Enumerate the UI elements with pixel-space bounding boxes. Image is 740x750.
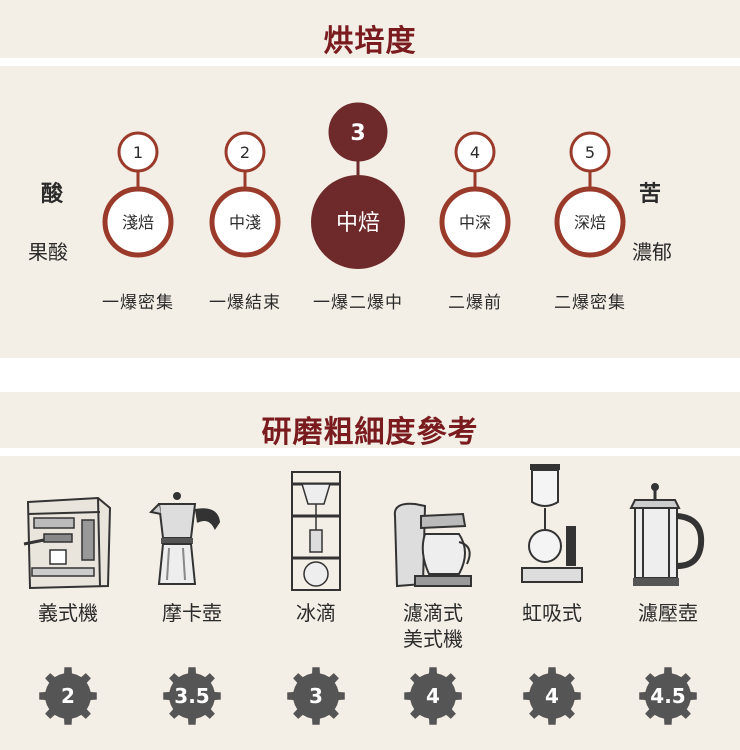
grind-level-value-3: 3 [309,684,323,708]
grind-level-gear-2: 3.5 [162,666,222,726]
taste-fruity-acid-label: 果酸 [28,240,68,264]
gear-icon [287,667,345,725]
roast-number-4: 4 [470,143,480,162]
roast-level-name-2: 中淺 [229,213,261,232]
taste-sour-label: 酸 [40,182,63,207]
taste-bitter-label: 苦 [638,182,661,207]
grind-level-gear-1: 2 [38,666,98,726]
roast-level-name-4: 中深 [459,213,491,232]
grind-level-gear-4: 4 [403,666,463,726]
grind-level-value-1: 2 [61,684,75,708]
roast-level-name-3: 中焙 [336,211,380,236]
grind-level-value-2: 3.5 [174,684,210,708]
espresso-machine-icon [20,494,116,598]
roast-level-name-1: 淺焙 [122,213,154,232]
brew-method-label-6: 濾壓壺 [638,601,698,625]
brew-method-label-4: 濾滴式美式機 [403,601,463,651]
roast-title: 烘培度 [323,24,417,59]
roast-number-circle-1 [117,131,159,173]
brew-method-label-1: 義式機 [38,601,98,625]
gear-icon [639,667,697,725]
grind-level-value-6: 4.5 [650,684,686,708]
roast-number-5: 5 [585,143,595,162]
gear-icon [523,667,581,725]
crack-stage-label-3: 一爆二爆中 [313,293,403,313]
gear-icon [39,667,97,725]
grind-level-value-4: 4 [426,684,440,708]
siphon-brewer-icon [512,462,592,592]
gear-icon [404,667,462,725]
grind-panel [0,456,740,750]
roast-level-name-5: 深焙 [574,213,606,232]
roast-scale-diagram: 1 淺焙 2 中淺 3 中焙 4 中深 5 深焙 [23,102,693,269]
grind-level-gear-5: 4 [522,666,582,726]
brew-method-label-5: 虹吸式 [522,601,582,625]
roast-level-circle-3 [311,175,405,269]
roast-number-3: 3 [350,121,365,146]
roast-number-2: 2 [240,143,250,162]
roast-title-band [0,0,740,58]
roast-level-circle-2 [209,186,281,258]
taste-rich-label: 濃郁 [632,240,672,264]
roast-number-circle-2 [224,131,266,173]
roast-level-circle-4 [439,186,511,258]
roast-number-1: 1 [133,143,143,162]
roast-number-circle-4 [454,131,496,173]
crack-stage-label-5: 二爆密集 [554,293,626,313]
cold-drip-tower-icon [288,470,344,598]
grind-level-value-5: 4 [545,684,559,708]
crack-stage-label-2: 一爆結束 [209,293,281,313]
roast-level-circle-5 [554,186,626,258]
moka-pot-icon [147,488,237,596]
drip-coffee-maker-icon [385,496,481,598]
roast-number-circle-3 [328,102,388,162]
brew-method-label-2: 摩卡壺 [162,601,222,625]
grind-title: 研磨粗細度參考 [261,415,479,450]
grind-title-band [0,392,740,448]
roast-level-circle-1 [102,186,174,258]
crack-stage-label-1: 一爆密集 [102,293,174,313]
roast-number-circle-5 [569,131,611,173]
grind-level-gear-6: 4.5 [638,666,698,726]
grind-level-gear-3: 3 [286,666,346,726]
gear-icon [163,667,221,725]
crack-stage-label-4: 二爆前 [448,293,502,313]
brew-method-label-3: 冰滴 [296,601,336,625]
french-press-icon [627,482,709,594]
